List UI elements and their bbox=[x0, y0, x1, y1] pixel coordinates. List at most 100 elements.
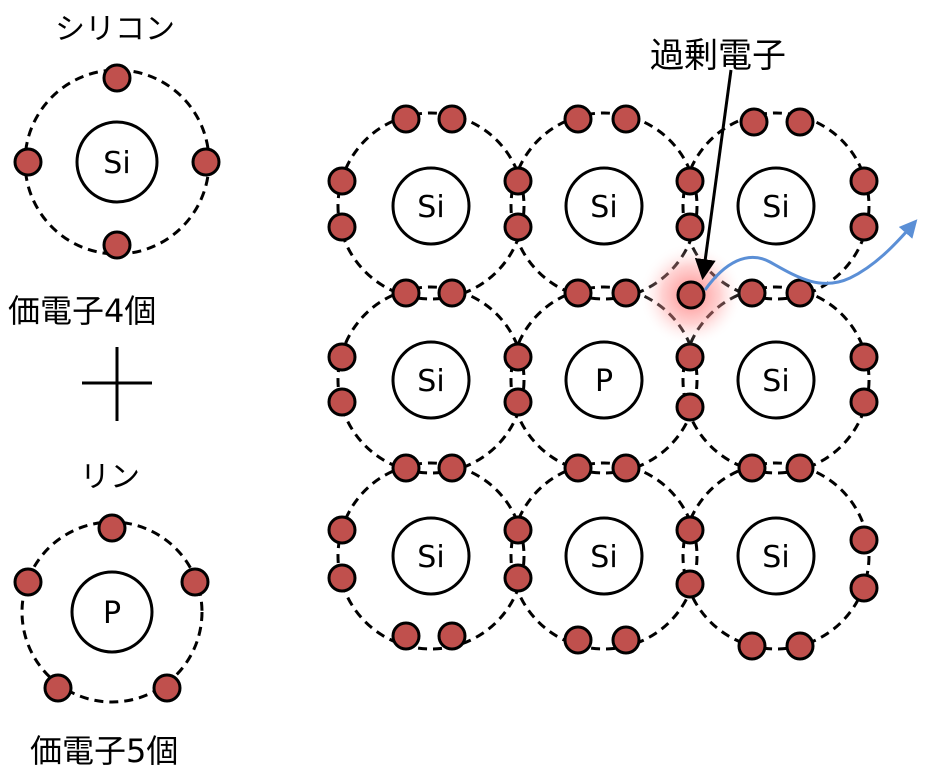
bond-electron bbox=[327, 166, 357, 196]
bond-electron bbox=[437, 453, 467, 483]
bond-electron bbox=[737, 453, 767, 483]
bond-electron bbox=[327, 515, 357, 545]
bond-electron bbox=[437, 104, 467, 134]
lattice-silicon-atom: Si bbox=[336, 285, 526, 475]
bond-electron bbox=[785, 453, 815, 483]
bond-electron bbox=[503, 166, 533, 196]
bond-electron bbox=[849, 342, 879, 372]
valence-electron bbox=[152, 673, 182, 703]
lattice-silicon-atom: Si bbox=[509, 461, 699, 651]
orbit-ring bbox=[509, 461, 699, 651]
atom-symbol: Si bbox=[762, 190, 789, 225]
nucleus bbox=[70, 570, 154, 654]
valence-electron bbox=[180, 567, 210, 597]
bond-electron bbox=[737, 631, 767, 661]
atom-symbol: Si bbox=[417, 364, 444, 399]
bond-electron bbox=[503, 387, 533, 417]
excess-electron bbox=[676, 280, 706, 310]
bond-electron bbox=[391, 104, 421, 134]
nucleus bbox=[391, 166, 471, 246]
nucleus bbox=[736, 340, 816, 420]
phosphorus-atom: P bbox=[20, 520, 204, 704]
bond-electron bbox=[391, 621, 421, 651]
electron-path-arrow bbox=[703, 219, 918, 291]
bond-electron bbox=[675, 342, 705, 372]
bond-electron bbox=[611, 104, 641, 134]
atom-symbol: Si bbox=[590, 540, 617, 575]
atom-symbol: Si bbox=[762, 364, 789, 399]
plus-sign bbox=[82, 347, 152, 421]
phosphorus-valence-caption: 価電子5個 bbox=[30, 732, 179, 770]
orbit-ring bbox=[336, 461, 526, 651]
bond-electron bbox=[785, 631, 815, 661]
nucleus bbox=[75, 120, 159, 204]
bond-electron bbox=[611, 278, 641, 308]
atom-symbol: Si bbox=[417, 190, 444, 225]
lattice-phosphorus-atom: P bbox=[509, 285, 699, 475]
orbit-ring bbox=[509, 285, 699, 475]
bond-electron bbox=[503, 212, 533, 242]
bond-electron bbox=[675, 392, 705, 422]
bond-electron bbox=[849, 525, 879, 555]
excess-electron-pointer-arrow bbox=[694, 69, 733, 281]
bond-electron bbox=[437, 621, 467, 651]
lattice-silicon-atom: Si bbox=[336, 461, 526, 651]
bond-electron bbox=[611, 625, 641, 655]
valence-electron bbox=[43, 673, 73, 703]
bond-electron bbox=[563, 625, 593, 655]
orbit-ring bbox=[336, 285, 526, 475]
bond-electron bbox=[327, 212, 357, 242]
bond-electron bbox=[849, 212, 879, 242]
orbit-ring bbox=[681, 111, 871, 301]
bond-electron bbox=[503, 515, 533, 545]
bond-electron bbox=[327, 342, 357, 372]
bond-electron bbox=[563, 278, 593, 308]
atom-symbol: Si bbox=[103, 146, 130, 181]
bond-electron bbox=[503, 563, 533, 593]
bond-electron bbox=[563, 104, 593, 134]
nucleus bbox=[564, 516, 644, 596]
atom-symbol: Si bbox=[417, 540, 444, 575]
lattice-silicon-atom: Si bbox=[681, 461, 871, 651]
silicon-valence-caption: 価電子4個 bbox=[8, 292, 157, 330]
nucleus bbox=[391, 340, 471, 420]
orbit-ring bbox=[681, 461, 871, 651]
bond-electron bbox=[785, 107, 815, 137]
atom-symbol: P bbox=[595, 364, 613, 399]
bond-electron bbox=[675, 212, 705, 242]
bond-electron bbox=[611, 453, 641, 483]
valence-electron bbox=[97, 513, 127, 543]
lattice-silicon-atom: Si bbox=[509, 111, 699, 301]
valence-electron bbox=[13, 147, 43, 177]
bond-electron bbox=[785, 278, 815, 308]
excess-electron-label: 過剰電子 bbox=[650, 36, 786, 76]
silicon-title: シリコン bbox=[55, 12, 175, 47]
bond-electron bbox=[437, 278, 467, 308]
bond-electron bbox=[739, 107, 769, 137]
lattice-silicon-atom: Si bbox=[336, 111, 526, 301]
lattice-silicon-atom: Si bbox=[681, 111, 871, 301]
bond-electron bbox=[391, 453, 421, 483]
bond-electron bbox=[675, 515, 705, 545]
atom-symbol: Si bbox=[762, 540, 789, 575]
bond-electron bbox=[327, 387, 357, 417]
nucleus bbox=[564, 166, 644, 246]
bond-electron bbox=[327, 563, 357, 593]
valence-electron bbox=[102, 63, 132, 93]
silicon-atom: Si bbox=[23, 68, 211, 256]
bond-electron bbox=[849, 573, 879, 603]
nucleus bbox=[736, 516, 816, 596]
valence-electron bbox=[102, 230, 132, 260]
nucleus bbox=[736, 166, 816, 246]
phosphorus-title: リン bbox=[80, 460, 140, 495]
bond-electron bbox=[675, 166, 705, 196]
bond-electron bbox=[391, 278, 421, 308]
nucleus bbox=[391, 516, 471, 596]
orbit-ring bbox=[336, 111, 526, 301]
lattice-silicon-atom: Si bbox=[681, 285, 871, 475]
bond-electron bbox=[503, 342, 533, 372]
bond-electron bbox=[849, 387, 879, 417]
bond-electron bbox=[563, 453, 593, 483]
atom-symbol: P bbox=[103, 596, 121, 631]
